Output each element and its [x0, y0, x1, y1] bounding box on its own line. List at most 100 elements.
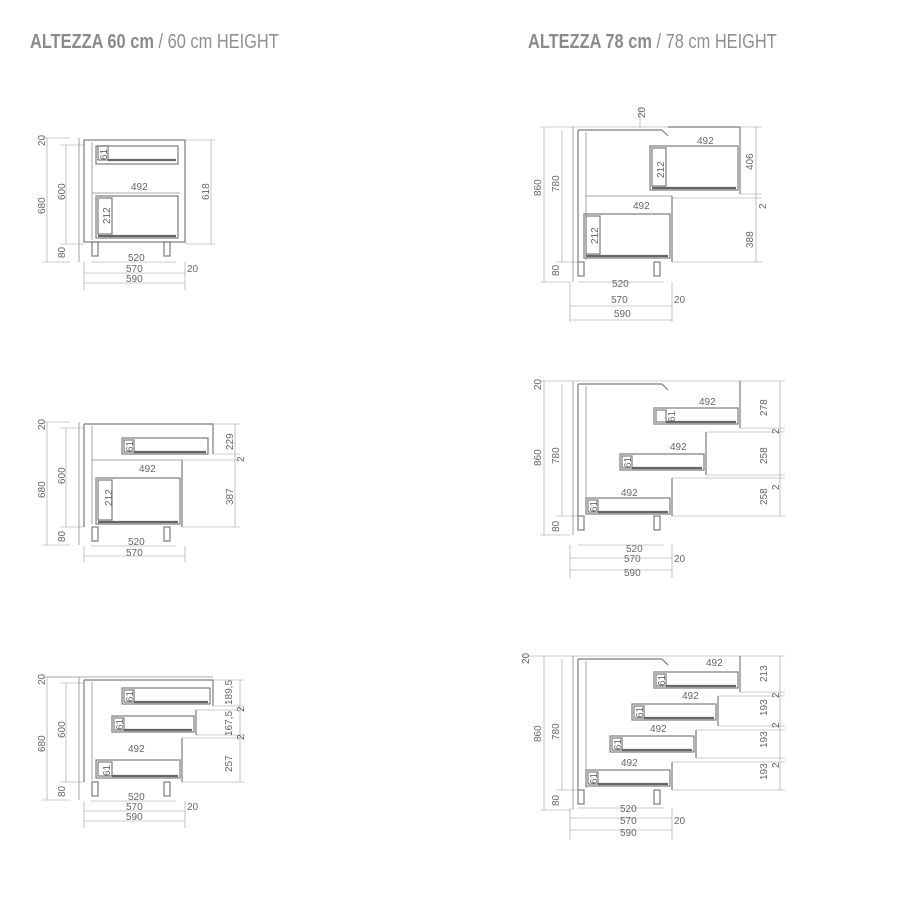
lbl-r3-860: 860	[533, 725, 544, 742]
lbl-l2-680: 680	[37, 481, 48, 498]
lbl-l3-167_5: 167,5	[224, 711, 235, 736]
lbl-r1-212b: 212	[590, 227, 601, 244]
lbl-r3-2a: 2	[771, 692, 782, 698]
lbl-r2-860: 860	[533, 449, 544, 466]
lbl-r2-590: 590	[624, 568, 641, 579]
lbl-l1-520: 520	[128, 253, 145, 264]
drawing-78-three-drawers: 20 860 780 80 492 61 278 2 492 61 258 2 …	[533, 378, 785, 579]
lbl-l1-680: 680	[37, 197, 48, 214]
lbl-r2-520: 520	[626, 544, 643, 555]
lbl-r2-278: 278	[759, 399, 770, 416]
drawing-60-three-drawers: 20 680 600 80 61 61 189,5 2 167,5 2 492 …	[37, 673, 247, 828]
lbl-r2-20: 20	[533, 378, 544, 390]
lbl-r2-258a: 258	[759, 447, 770, 464]
lbl-l1-600: 600	[57, 183, 68, 200]
lbl-r3-193b: 193	[759, 731, 770, 748]
lbl-l3-492: 492	[128, 744, 145, 755]
lbl-l3-20: 20	[37, 673, 48, 685]
drawing-60-two-drawers: 20 680 600 80 61 492 212 618 520 570 20 …	[37, 134, 215, 290]
heading-60cm-sep: /	[153, 31, 168, 53]
lbl-r2-61a: 61	[667, 410, 678, 422]
lbl-l2-229: 229	[225, 433, 236, 450]
lbl-l3-2b: 2	[236, 734, 247, 740]
lbl-r3-61b: 61	[635, 706, 646, 718]
lbl-r1-492a: 492	[697, 136, 714, 147]
heading-78cm-bold: ALTEZZA 78 cm	[528, 31, 652, 53]
lbl-r3-520: 520	[620, 804, 637, 815]
lbl-r3-492a: 492	[706, 658, 723, 669]
lbl-r3-61d: 61	[589, 772, 600, 784]
lbl-l2-20: 20	[37, 418, 48, 430]
lbl-r3-213: 213	[759, 665, 770, 682]
lbl-l1-492: 492	[131, 182, 148, 193]
heading-78cm-thin: 78 cm HEIGHT	[665, 31, 777, 53]
lbl-r1-2: 2	[758, 203, 769, 209]
lbl-r1-80: 80	[551, 264, 562, 276]
lbl-l3-257: 257	[224, 755, 235, 772]
lbl-r3-2c: 2	[771, 762, 782, 768]
lbl-l3-189_5: 189,5	[224, 680, 235, 705]
heading-78cm: ALTEZZA 78 cm / 78 cm HEIGHT	[528, 31, 777, 54]
lbl-l1-20b: 20	[187, 264, 199, 275]
lbl-r1-492b: 492	[633, 201, 650, 212]
lbl-l1-570: 570	[126, 264, 143, 275]
lbl-r2-61c: 61	[589, 500, 600, 512]
lbl-l3-600: 600	[57, 721, 68, 738]
lbl-r2-780: 780	[551, 447, 562, 464]
lbl-r1-780: 780	[551, 175, 562, 192]
lbl-l3-590: 590	[126, 812, 143, 823]
drawing-78-four-drawers: 20 860 780 80 492 61 213 2 492 61 193 2 …	[521, 652, 785, 840]
lbl-l3-61a: 61	[125, 690, 136, 702]
lbl-r3-193a: 193	[759, 699, 770, 716]
lbl-r1-520: 520	[612, 279, 629, 290]
lbl-r2-492b: 492	[670, 442, 687, 453]
lbl-l3-61b: 61	[115, 718, 126, 730]
lbl-l3-20b: 20	[187, 802, 199, 813]
lbl-r2-492a: 492	[699, 397, 716, 408]
lbl-r3-20b: 20	[674, 816, 686, 827]
lbl-l2-492: 492	[139, 464, 156, 475]
lbl-r3-590: 590	[620, 828, 637, 839]
lbl-r3-193c: 193	[759, 763, 770, 780]
lbl-r2-2a: 2	[771, 428, 782, 434]
lbl-r1-570: 570	[611, 295, 628, 306]
lbl-r2-570: 570	[624, 554, 641, 565]
lbl-r2-2b: 2	[771, 484, 782, 490]
lbl-r3-80: 80	[551, 794, 562, 806]
lbl-l1-590: 590	[126, 274, 143, 285]
lbl-l1-61: 61	[99, 148, 110, 160]
lbl-l3-680: 680	[37, 735, 48, 752]
lbl-r1-212a: 212	[656, 161, 667, 178]
lbl-r2-80: 80	[551, 520, 562, 532]
lbl-l2-80: 80	[57, 530, 68, 542]
lbl-l1-618: 618	[201, 183, 212, 200]
lbl-r3-492c: 492	[650, 724, 667, 735]
heading-60cm-bold: ALTEZZA 60 cm	[30, 31, 154, 53]
lbl-r3-780: 780	[551, 723, 562, 740]
lbl-r3-61c: 61	[613, 738, 624, 750]
lbl-l2-61: 61	[125, 440, 136, 452]
lbl-r1-20: 20	[637, 106, 648, 118]
lbl-r2-61b: 61	[623, 456, 634, 468]
lbl-r1-20b: 20	[674, 295, 686, 306]
lbl-r1-590: 590	[614, 309, 631, 320]
lbl-l1-80: 80	[57, 246, 68, 258]
heading-60cm-thin: 60 cm HEIGHT	[167, 31, 279, 53]
lbl-l3-2a: 2	[236, 706, 247, 712]
lbl-r2-20b: 20	[674, 554, 686, 565]
lbl-l2-387: 387	[225, 488, 236, 505]
lbl-l2-212: 212	[104, 489, 115, 506]
lbl-l2-520: 520	[128, 537, 145, 548]
drawing-78-two-drawers: 20 860 780 80 492 212 406 2 492 212 388 …	[533, 106, 769, 322]
lbl-l1-20: 20	[37, 134, 48, 146]
lbl-r3-20: 20	[521, 652, 532, 664]
lbl-l3-570: 570	[126, 802, 143, 813]
lbl-r3-570: 570	[620, 816, 637, 827]
lbl-l3-80: 80	[57, 785, 68, 797]
lbl-r1-406: 406	[745, 153, 756, 170]
lbl-r1-388: 388	[745, 231, 756, 248]
lbl-r3-492b: 492	[682, 691, 699, 702]
heading-60cm: ALTEZZA 60 cm / 60 cm HEIGHT	[30, 31, 279, 54]
heading-78cm-sep: /	[651, 31, 666, 53]
